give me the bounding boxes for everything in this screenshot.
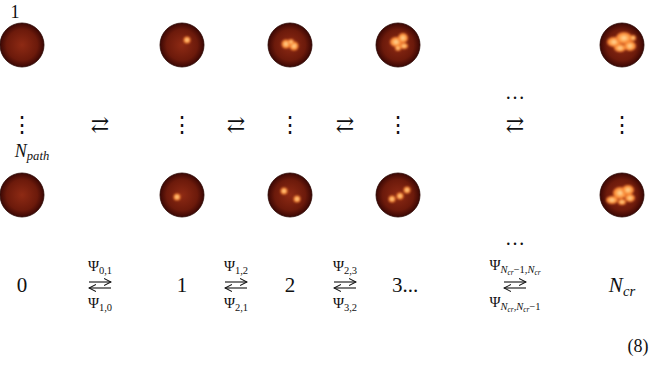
disk xyxy=(600,23,644,67)
state-node: 3... xyxy=(356,270,504,300)
transition-arrow xyxy=(89,281,111,282)
droplet xyxy=(397,193,404,200)
math-label: ⋮ xyxy=(387,113,409,137)
transition-arrow xyxy=(89,287,111,288)
disk xyxy=(0,23,44,67)
droplet xyxy=(281,188,288,195)
rate-label: Ψ1,0 xyxy=(87,295,113,314)
droplets xyxy=(174,32,637,205)
droplet xyxy=(294,196,301,203)
droplet xyxy=(624,41,636,51)
state-node: 2 xyxy=(247,270,334,300)
math-label: ⇄ xyxy=(227,113,245,137)
disk xyxy=(268,23,312,67)
droplet xyxy=(398,33,408,43)
droplet xyxy=(630,35,636,41)
math-label: ⋮ xyxy=(279,113,301,137)
rate-label: Ψ1,2 xyxy=(223,258,249,277)
disk xyxy=(376,23,420,67)
state-node: Ncr xyxy=(526,270,655,300)
state-number: 2 xyxy=(285,270,296,300)
droplet xyxy=(622,185,634,195)
top-row xyxy=(0,23,644,67)
droplet xyxy=(174,194,181,201)
droplet xyxy=(404,187,411,194)
droplet xyxy=(184,37,191,44)
transition-arrow xyxy=(334,287,356,288)
math-label: ⋮ xyxy=(11,113,33,137)
state-number: 3... xyxy=(392,270,418,300)
state-node: 1 xyxy=(111,270,225,300)
rate-label: Ψ2,1 xyxy=(223,295,249,314)
state-number: 0 xyxy=(17,270,28,300)
droplet xyxy=(395,45,401,51)
rate-label: Ψ2,3 xyxy=(332,258,358,277)
state-node: 0 xyxy=(8,270,89,300)
rate-label: Ψ0,1 xyxy=(87,258,113,277)
math-label: ⇄ xyxy=(506,113,524,137)
droplet xyxy=(625,194,635,202)
rate-label: ΨNcr,Ncr−1 xyxy=(488,294,541,314)
math-label: ⇄ xyxy=(91,113,109,137)
droplet xyxy=(618,199,626,205)
droplet xyxy=(389,196,396,203)
disk xyxy=(376,173,420,217)
disk xyxy=(160,23,204,67)
rate-label: Ψ3,2 xyxy=(332,295,358,314)
transition-arrow xyxy=(334,281,356,282)
bottom-row xyxy=(0,173,644,217)
math-label: ⇄ xyxy=(336,113,354,137)
math-label: … xyxy=(505,227,525,249)
math-label: 1 xyxy=(11,3,20,23)
disk xyxy=(268,173,312,217)
disk xyxy=(160,173,204,217)
rate-label: ΨNcr−1,Ncr xyxy=(488,257,541,277)
transition-arrow xyxy=(225,281,247,282)
transition-arrow xyxy=(225,287,247,288)
state-number: 1 xyxy=(177,270,188,300)
droplet xyxy=(614,44,626,52)
math-label: Npath xyxy=(15,142,49,165)
math-label: … xyxy=(505,81,525,103)
droplet xyxy=(400,43,408,49)
transition-arrow xyxy=(504,281,526,282)
state-number: Ncr xyxy=(609,270,635,306)
droplet xyxy=(288,39,294,45)
math-label: ⋮ xyxy=(611,113,633,137)
disk xyxy=(600,173,644,217)
math-label: (8) xyxy=(628,337,649,357)
transition-arrow xyxy=(504,287,526,288)
disk xyxy=(0,173,44,217)
math-label: ⋮ xyxy=(171,113,193,137)
